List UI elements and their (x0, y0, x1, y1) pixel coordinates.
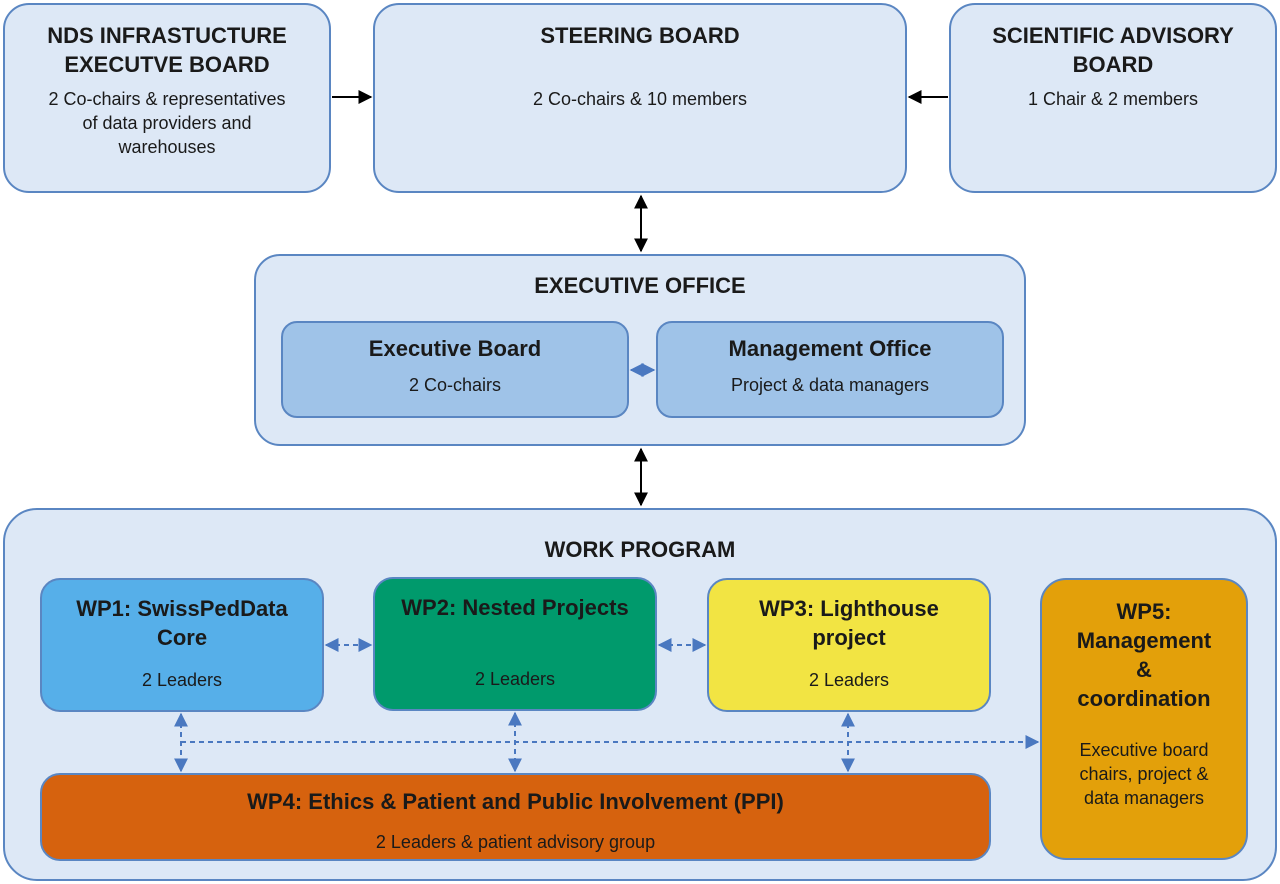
wp1-title-line2: Core (156, 625, 208, 650)
nds-board-title-line2: EXECUTVE BOARD (64, 52, 270, 77)
wp2-desc: 2 Leaders (474, 669, 556, 689)
wp5-management-coordination: WP5: Management & coordination Executive… (1040, 578, 1248, 860)
nds-board-title-line1: NDS INFRASTUCTURE (47, 23, 287, 48)
scientific-board-title-line1: SCIENTIFIC ADVISORY (992, 23, 1234, 48)
wp3-title-line2: project (812, 625, 886, 650)
wp5-title-line1: WP5: (1116, 599, 1172, 624)
wp2-nested-projects: WP2: Nested Projects 2 Leaders (373, 577, 657, 711)
wp3-desc: 2 Leaders (808, 670, 890, 690)
wp1-desc: 2 Leaders (141, 670, 223, 690)
executive-office-title: EXECUTIVE OFFICE (534, 273, 746, 298)
work-program-title: WORK PROGRAM (544, 537, 736, 562)
nds-board-desc-line1: 2 Co-chairs & representatives (48, 89, 286, 109)
management-office-title: Management Office (728, 336, 932, 361)
steering-board-title: STEERING BOARD (540, 23, 740, 48)
steering-board-desc: 2 Co-chairs & 10 members (532, 89, 748, 109)
wp4-title: WP4: Ethics & Patient and Public Involve… (247, 789, 784, 814)
scientific-advisory-board: SCIENTIFIC ADVISORY BOARD 1 Chair & 2 me… (949, 3, 1277, 193)
scientific-board-title-line2: BOARD (1072, 52, 1154, 77)
scientific-board-desc: 1 Chair & 2 members (1027, 89, 1199, 109)
wp4-ethics-ppi: WP4: Ethics & Patient and Public Involve… (40, 773, 991, 861)
wp5-desc-line3: data managers (1083, 788, 1205, 808)
wp5-title-line4: coordination (1077, 686, 1211, 711)
wp5-desc-line1: Executive board (1079, 740, 1209, 760)
nds-board-desc-line2: of data providers and (82, 113, 252, 133)
management-office-desc: Project & data managers (730, 375, 930, 395)
wp1-title-line1: WP1: SwissPedData (76, 596, 288, 621)
management-office: Management Office Project & data manager… (656, 321, 1004, 418)
wp3-title-line1: WP3: Lighthouse (759, 596, 939, 621)
wp4-desc: 2 Leaders & patient advisory group (375, 832, 656, 852)
executive-board: Executive Board 2 Co-chairs (281, 321, 629, 418)
executive-board-desc: 2 Co-chairs (408, 375, 502, 395)
wp5-title-line2: Management (1076, 628, 1212, 653)
steering-board: STEERING BOARD 2 Co-chairs & 10 members (373, 3, 907, 193)
wp1-swisspeddata-core: WP1: SwissPedData Core 2 Leaders (40, 578, 324, 712)
wp5-title-line3: & (1136, 657, 1152, 682)
nds-infrastructure-executive-board: NDS INFRASTUCTURE EXECUTVE BOARD 2 Co-ch… (3, 3, 331, 193)
wp2-title: WP2: Nested Projects (401, 595, 629, 620)
nds-board-desc-line3: warehouses (118, 137, 216, 157)
wp3-lighthouse-project: WP3: Lighthouse project 2 Leaders (707, 578, 991, 712)
executive-board-title: Executive Board (368, 336, 542, 361)
wp5-desc-line2: chairs, project & (1079, 764, 1209, 784)
